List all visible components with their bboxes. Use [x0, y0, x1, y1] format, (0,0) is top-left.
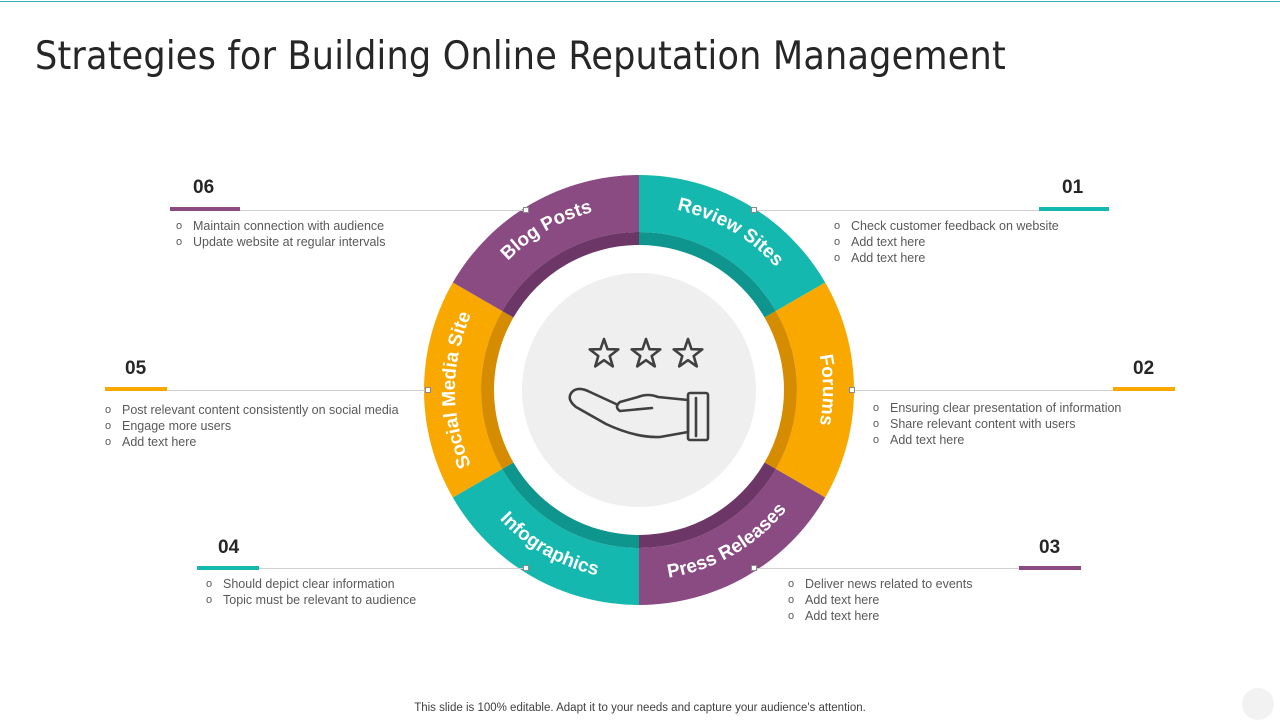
callout-point: Engage more users — [105, 418, 399, 434]
callout-points-02: Ensuring clear presentation of informati… — [873, 400, 1121, 448]
top-accent-line — [0, 1, 1280, 2]
callout-point: Maintain connection with audience — [176, 218, 385, 234]
callout-point: Add text here — [788, 608, 972, 624]
callout-points-01: Check customer feedback on website Add t… — [834, 218, 1059, 266]
callout-number-02: 02 — [1133, 358, 1155, 379]
callout-number-01: 01 — [1062, 177, 1084, 198]
callout-point: Deliver news related to events — [788, 576, 972, 592]
star-icon — [672, 337, 704, 368]
callout-point: Add text here — [105, 434, 399, 450]
connector-line-03 — [754, 568, 1081, 569]
ring-segment-4 — [452, 469, 639, 605]
callout-point: Add text here — [834, 234, 1059, 250]
hand-with-three-stars-icon — [568, 337, 710, 442]
callout-points-03: Deliver news related to events Add text … — [788, 576, 972, 624]
connector-line-02 — [851, 390, 1175, 391]
ring-segment-inner-5 — [481, 311, 514, 469]
connector-dot-04 — [523, 565, 529, 571]
callout-point: Post relevant content consistently on so… — [105, 402, 399, 418]
footer-note: This slide is 100% editable. Adapt it to… — [414, 702, 866, 714]
ring-segment-6 — [452, 175, 639, 311]
callout-point: Add text here — [788, 592, 972, 608]
connector-dot-02 — [849, 387, 855, 393]
ring-segment-5 — [424, 282, 503, 498]
ring-segment-inner-2 — [764, 311, 797, 469]
callout-bar-02 — [1113, 387, 1175, 391]
connector-dot-03 — [751, 565, 757, 571]
star-icon — [630, 337, 662, 368]
connector-dot-06 — [523, 207, 529, 213]
callout-point: Ensuring clear presentation of informati… — [873, 400, 1121, 416]
callout-point: Add text here — [873, 432, 1121, 448]
ring-segment-inner-6 — [502, 232, 639, 318]
star-icon — [588, 337, 620, 368]
hand-palm-shape — [568, 387, 690, 439]
callout-points-05: Post relevant content consistently on so… — [105, 402, 399, 450]
center-disc — [522, 273, 756, 507]
callout-number-04: 04 — [218, 537, 240, 558]
ring-segment-3 — [639, 469, 826, 605]
connector-line-04 — [197, 568, 526, 569]
ring-segment-inner-3 — [639, 462, 776, 548]
ring-segment-2 — [775, 282, 854, 498]
connector-line-05 — [105, 390, 427, 391]
ring-segment-inner-1 — [639, 232, 776, 318]
callout-bar-05 — [105, 387, 167, 391]
callout-bar-03 — [1019, 566, 1081, 570]
connector-dot-05 — [425, 387, 431, 393]
callout-points-06: Maintain connection with audience Update… — [176, 218, 385, 250]
connector-line-06 — [170, 210, 526, 211]
ring-segment-inner-4 — [502, 462, 639, 548]
callout-point: Add text here — [834, 250, 1059, 266]
slide-title: Strategies for Building Online Reputatio… — [35, 34, 1006, 79]
callout-point: Topic must be relevant to audience — [206, 592, 416, 608]
callout-number-06: 06 — [193, 177, 215, 198]
callout-number-05: 05 — [125, 358, 147, 379]
callout-number-03: 03 — [1039, 537, 1061, 558]
callout-point: Share relevant content with users — [873, 416, 1121, 432]
callout-point: Update website at regular intervals — [176, 234, 385, 250]
slide-nav-button[interactable] — [1242, 688, 1274, 720]
callout-bar-06 — [170, 207, 240, 211]
cuff-shape — [686, 391, 710, 442]
callout-point: Check customer feedback on website — [834, 218, 1059, 234]
callout-bar-01 — [1039, 207, 1109, 211]
connector-line-01 — [754, 210, 1109, 211]
callout-point: Should depict clear information — [206, 576, 416, 592]
callout-points-04: Should depict clear information Topic mu… — [206, 576, 416, 608]
connector-dot-01 — [751, 207, 757, 213]
callout-bar-04 — [197, 566, 259, 570]
ring-segment-1 — [639, 175, 826, 311]
